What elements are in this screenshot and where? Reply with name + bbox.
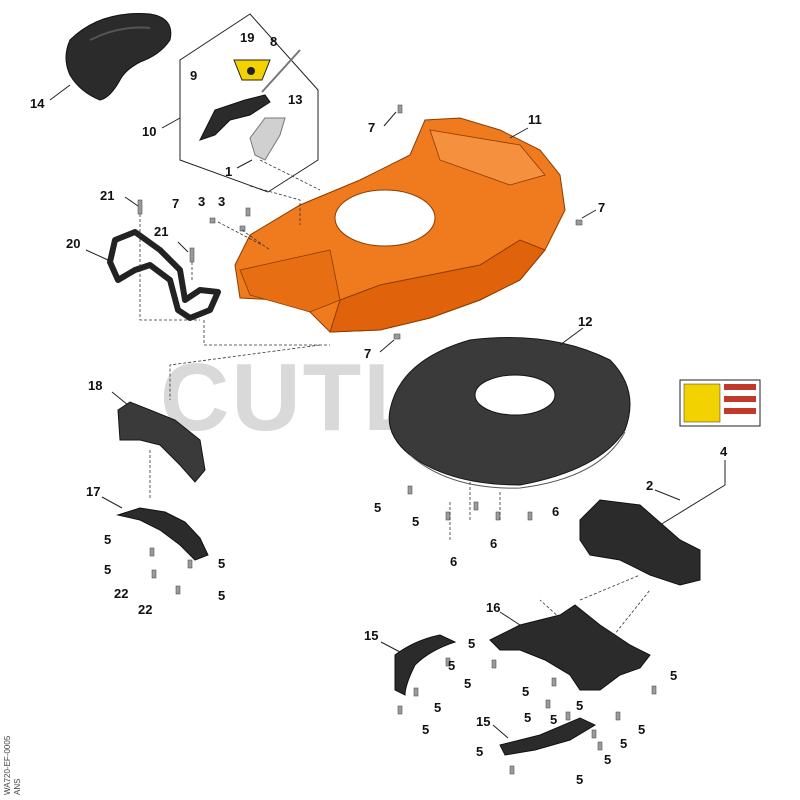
leader-lines: [49, 84, 726, 739]
callout-5-1: 5: [374, 500, 381, 515]
callout-5-15: 5: [550, 712, 557, 727]
drawing-code: WA720-EF-0005: [3, 735, 12, 795]
part-15-skid-upper: [394, 634, 457, 696]
callout-22-b: 22: [138, 602, 152, 617]
callout-8: 8: [270, 34, 277, 49]
callout-7-right: 7: [598, 200, 605, 215]
callout-12: 12: [578, 314, 592, 329]
part-15-skid-lower: [499, 717, 597, 756]
callout-1: 1: [225, 164, 232, 179]
callout-5-2: 5: [412, 514, 419, 529]
callout-4: 4: [720, 444, 728, 459]
callout-13: 13: [288, 92, 302, 107]
callout-18: 18: [88, 378, 102, 393]
callout-5-21: 5: [576, 772, 583, 787]
callout-16: 16: [486, 600, 500, 615]
part-4-warning-label: [679, 379, 761, 427]
callout-5-11: 5: [522, 684, 529, 699]
callout-9: 9: [190, 68, 197, 83]
screws: [137, 104, 657, 775]
callout-7-top: 7: [368, 120, 375, 135]
callout-21-right: 21: [154, 224, 168, 239]
callout-5-4: 5: [218, 556, 225, 571]
callout-3-a: 3: [198, 194, 205, 209]
callout-15-b: 15: [476, 714, 490, 729]
callout-14: 14: [30, 96, 45, 111]
part-19-label-sticker: [233, 59, 271, 81]
callout-5-14: 5: [524, 710, 531, 725]
callout-5-7: 5: [468, 636, 475, 651]
callout-11: 11: [528, 112, 542, 127]
callout-5-9: 5: [670, 668, 677, 683]
callout-5-3: 5: [104, 532, 111, 547]
part-16-frame: [489, 604, 651, 691]
callout-5-10: 5: [464, 676, 471, 691]
callout-6-a: 6: [552, 504, 559, 519]
callout-5-17: 5: [638, 722, 645, 737]
part-2-chute: [579, 499, 701, 586]
callout-5-18: 5: [620, 736, 627, 751]
callout-5-13: 5: [576, 698, 583, 713]
kit-outline: [179, 13, 319, 193]
part-14-cover: [65, 13, 172, 101]
part-18-handle-end: [117, 401, 206, 483]
part-17-rail: [116, 507, 209, 561]
callout-19: 19: [240, 30, 254, 45]
callout-5-5: 5: [104, 562, 111, 577]
callout-6-b: 6: [490, 536, 497, 551]
callout-5-6: 5: [218, 588, 225, 603]
callout-6-c: 6: [450, 554, 457, 569]
callout-5-20: 5: [604, 752, 611, 767]
callout-7-left: 7: [172, 196, 179, 211]
callout-5-8: 5: [448, 658, 455, 673]
part-8-cable: [261, 49, 301, 93]
callout-20: 20: [66, 236, 80, 251]
callout-21-left: 21: [100, 188, 114, 203]
callout-10: 10: [142, 124, 156, 139]
callout-7-bottom: 7: [364, 346, 371, 361]
part-11-deck: [234, 117, 566, 333]
callout-5-19: 5: [476, 744, 483, 759]
callout-5-12: 5: [434, 700, 441, 715]
callout-5-16: 5: [422, 722, 429, 737]
part-12-bowl: [388, 337, 631, 489]
callout-22-a: 22: [114, 586, 128, 601]
drawing-mark: ANS: [13, 779, 22, 795]
callout-15-a: 15: [364, 628, 378, 643]
part-20-handle-bracket: [107, 229, 221, 321]
callout-3-b: 3: [218, 194, 225, 209]
part-9-bracket: [199, 94, 271, 141]
assembly-lines: [139, 159, 651, 641]
part-13-latch: [249, 117, 286, 161]
callout-2: 2: [646, 478, 653, 493]
callouts: 14 19 8 9 13 10 1 7 11 7 21 7 3 3 20 21 …: [30, 30, 728, 787]
callout-17: 17: [86, 484, 100, 499]
